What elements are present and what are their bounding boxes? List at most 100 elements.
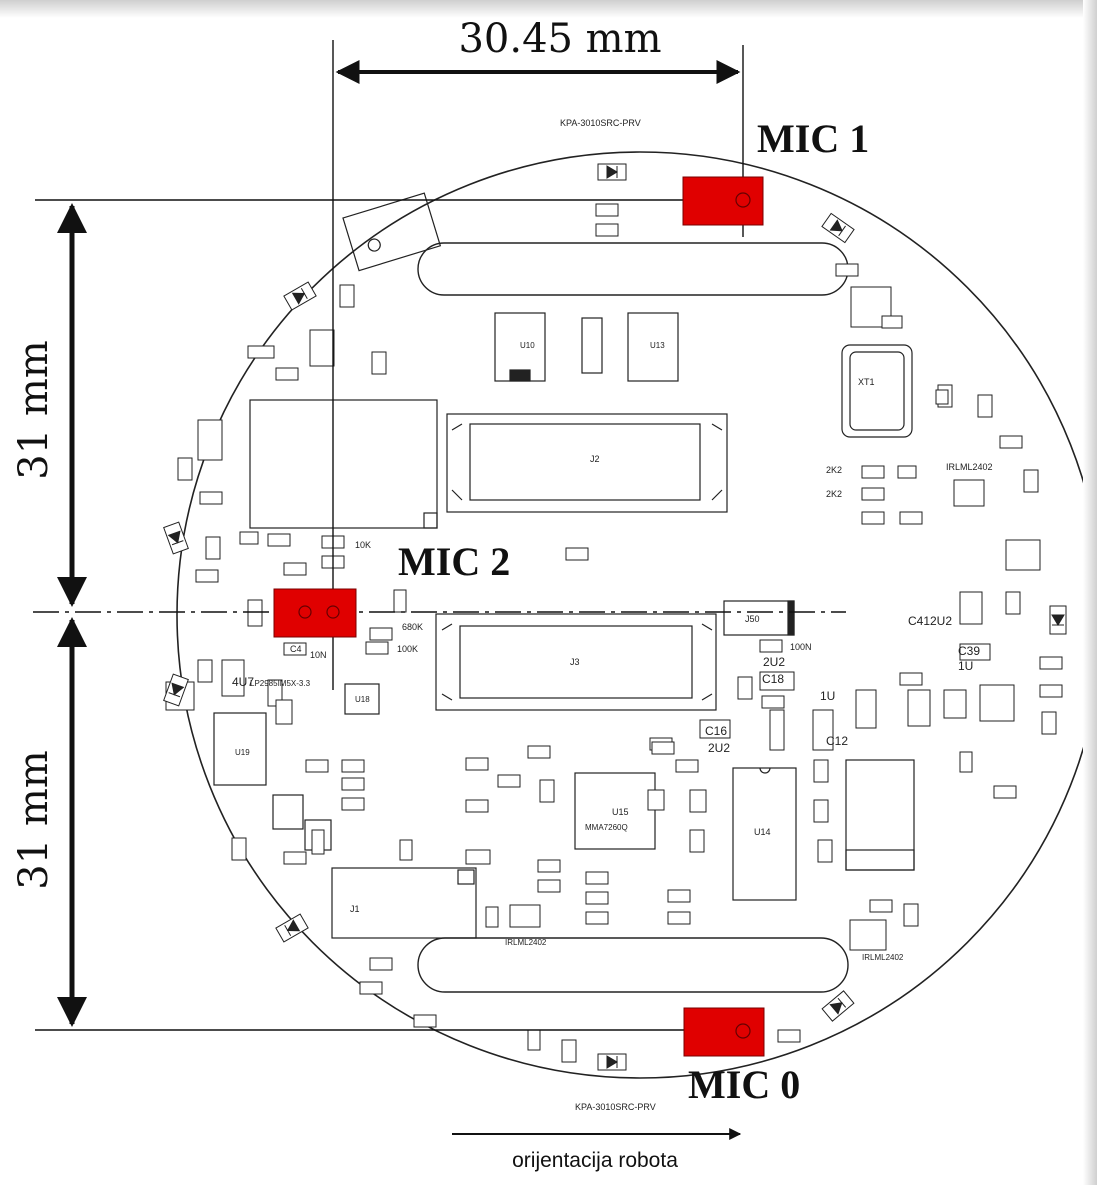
smd-component (585, 871, 609, 885)
smd-component (465, 849, 491, 865)
smd-component (561, 1039, 577, 1063)
connector-j1 (331, 867, 477, 939)
led-diode-icon (597, 163, 627, 181)
smd-component (309, 329, 335, 367)
label-10n: 10N (310, 650, 327, 660)
smd-component (283, 851, 307, 865)
smd-component (341, 797, 365, 811)
smd-component (675, 759, 699, 773)
label-reg: LP2985IM5X-3.3 (250, 679, 311, 688)
smd-component (689, 789, 707, 813)
smd-component (465, 757, 489, 771)
smd-component (537, 879, 561, 893)
smd-component (1039, 684, 1063, 698)
label-j2: J2 (590, 454, 600, 464)
battery-j2 (446, 413, 728, 513)
label-4u7: 4U7 (232, 675, 254, 689)
ic-u15 (574, 772, 656, 850)
smd-component (585, 911, 609, 925)
smd-component (869, 899, 893, 913)
smd-component (275, 699, 293, 725)
smd-component (305, 759, 329, 773)
smd-component (943, 689, 967, 719)
led-diode-icon (1049, 605, 1067, 635)
small-components (165, 203, 1063, 1063)
smd-component (595, 203, 619, 217)
smd-component (275, 367, 299, 381)
smd-component (239, 531, 259, 545)
ic-u18 (213, 683, 380, 851)
label-j50: J50 (745, 614, 760, 624)
smd-component (689, 829, 705, 853)
smd-component (667, 911, 691, 925)
label-2k2-b: 2K2 (826, 489, 842, 499)
smd-component (855, 689, 877, 729)
label-c12: C12 (826, 734, 848, 748)
label-2k2-a: 2K2 (826, 465, 842, 475)
label-fet-3: IRLML2402 (946, 462, 993, 472)
smd-component (699, 719, 731, 739)
smd-component (509, 904, 541, 928)
smd-component (339, 284, 355, 308)
smd-component (205, 536, 221, 560)
smd-component (897, 465, 917, 479)
mic1-pad (682, 176, 764, 226)
smd-component (813, 799, 829, 823)
smd-component (813, 759, 829, 783)
pcb-outline (176, 151, 1097, 1079)
smd-component (341, 759, 365, 773)
smd-component (849, 919, 887, 951)
label-u18: U18 (355, 695, 370, 704)
label-u19: U19 (235, 748, 250, 757)
smd-component (565, 547, 589, 561)
smd-component (953, 479, 985, 507)
smd-component (959, 751, 973, 773)
smd-component (585, 891, 609, 905)
smd-component (835, 263, 859, 277)
smd-component (341, 777, 365, 791)
led-diode-icon (821, 990, 855, 1022)
mic2-label: MIC 2 (398, 539, 510, 584)
led-label-bottom: KPA-3010SRC-PRV (575, 1102, 656, 1112)
smd-component (979, 684, 1015, 722)
smd-component (899, 672, 923, 686)
smd-component (861, 511, 885, 525)
smd-component (881, 315, 903, 329)
smd-component (777, 1029, 801, 1043)
silkscreen-labels: KPA-3010SRC-PRV KPA-3010SRC-PRV XT1 J2 J… (232, 118, 993, 1112)
switch-top (342, 192, 442, 272)
smd-component (817, 839, 833, 863)
smd-component (413, 1014, 437, 1028)
smd-component (1039, 656, 1063, 670)
smd-component (977, 394, 993, 418)
led-label-top: KPA-3010SRC-PRV (560, 118, 641, 128)
horizontal-dimension-label: 30.45 mm (458, 16, 661, 62)
label-u10: U10 (520, 341, 535, 350)
smd-component (959, 643, 991, 661)
smd-component (861, 465, 885, 479)
smd-component (1005, 591, 1021, 615)
ic-u10 (494, 312, 679, 382)
smd-component (497, 774, 521, 788)
label-2u2-b: 2U2 (708, 741, 730, 755)
slot-top (417, 242, 849, 296)
smd-component (537, 859, 561, 873)
led-diode-icon (283, 281, 317, 311)
smd-component (761, 695, 785, 709)
smd-component (369, 627, 393, 641)
label-xt1: XT1 (858, 377, 875, 387)
slot-bottom (417, 937, 849, 993)
smd-component (393, 589, 407, 613)
smd-component (527, 1029, 541, 1051)
mic0-label: MIC 0 (688, 1062, 800, 1107)
smd-component (267, 533, 291, 547)
smd-component (667, 889, 691, 903)
smd-component (197, 659, 213, 683)
orientation-label: orijentacija robota (512, 1149, 678, 1172)
label-1u-b: 1U (820, 689, 835, 703)
smd-component (177, 457, 193, 481)
smd-component (769, 709, 785, 751)
smd-component (371, 351, 387, 375)
smd-component (1023, 469, 1039, 493)
